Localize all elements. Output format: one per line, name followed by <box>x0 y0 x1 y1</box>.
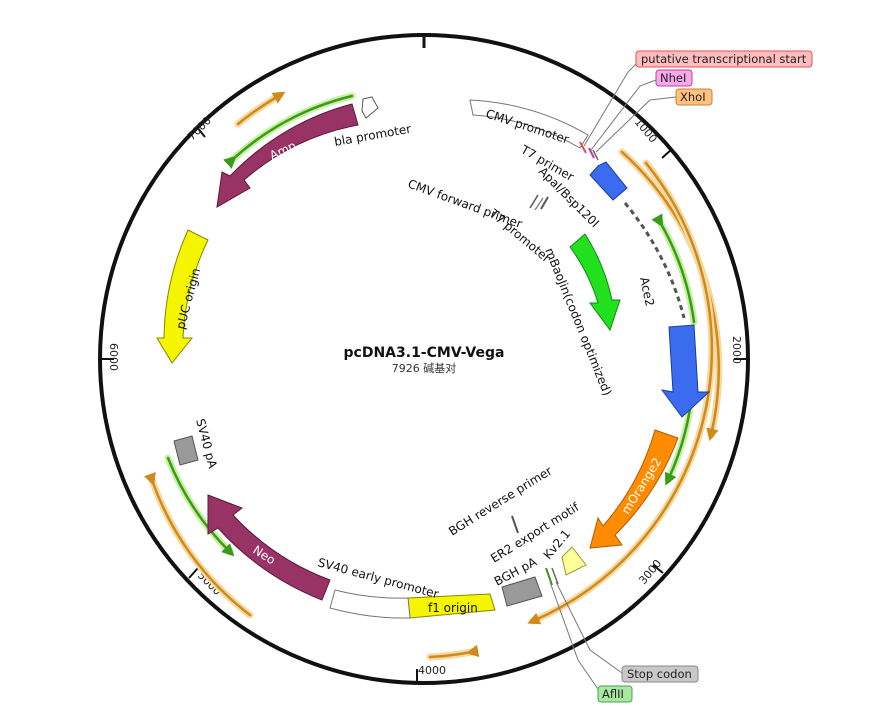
xhoi-label: XhoI <box>680 90 706 104</box>
leader-putative <box>583 63 637 147</box>
feature-sv40-early-promoter[interactable] <box>329 589 411 619</box>
tick-1000 <box>661 148 673 159</box>
site-markers <box>511 141 599 586</box>
marker-apai <box>534 197 544 211</box>
tick-7000 <box>195 125 206 138</box>
primer-arc-right-line <box>651 213 696 324</box>
marker-bgh-rev <box>511 515 519 534</box>
stop-label: Stop codon <box>627 667 692 681</box>
feature-bgh-pa[interactable] <box>501 576 543 607</box>
putative-label: putative transcriptional start <box>641 52 807 66</box>
orf-arc-top-left-line <box>236 91 286 126</box>
feature-ace2-part2[interactable] <box>660 324 711 418</box>
tick-label-4000: 4000 <box>418 664 446 677</box>
marker-t7-primer <box>540 196 549 210</box>
leader-nhei <box>590 79 657 151</box>
feature-ace2-part1[interactable] <box>589 161 628 201</box>
feature-ace2-dashes <box>623 202 686 319</box>
feature-bla-promoter[interactable] <box>361 96 379 119</box>
feature-kv21[interactable] <box>561 546 587 576</box>
aflii-box <box>597 685 633 703</box>
orf-arc-bottom-left-line <box>144 472 252 617</box>
leader-stop <box>555 581 623 674</box>
stop-box <box>621 665 699 683</box>
feature-amp[interactable] <box>216 103 359 208</box>
primer-arc-top-line <box>223 94 354 169</box>
nhei-label: NheI <box>660 71 686 85</box>
primer-arc-bottom-left-line <box>166 456 235 557</box>
tick-3000 <box>652 564 664 574</box>
feature-morange2[interactable] <box>589 429 679 549</box>
xhoi-box <box>675 88 713 106</box>
marker-xhoi <box>592 149 599 161</box>
feature-puc-origin[interactable] <box>156 229 209 364</box>
orf-arc-right-long-line <box>527 161 714 625</box>
plasmid-length: 7926 碱基对 <box>392 361 457 375</box>
orf-arcs <box>144 91 723 661</box>
feature-neo[interactable] <box>207 494 331 601</box>
marker-cmv-fwd <box>529 194 539 209</box>
morange2-label: mOrange2 <box>619 455 665 516</box>
plasmid-title: pcDNA3.1-CMV-Vega <box>344 345 505 361</box>
marker-putative <box>579 141 587 154</box>
leader-aflii <box>549 581 601 693</box>
t7-promoter-label: T7 promoter <box>486 206 553 265</box>
boxed-labels: putative transcriptional start NheI XhoI… <box>597 50 813 703</box>
nhei-box <box>655 69 693 87</box>
orf-arc-bottom-line <box>428 644 480 659</box>
marker-er2 <box>545 567 553 586</box>
tick-label-2000: 2000 <box>730 336 743 364</box>
ace2-label: Ace2 <box>637 276 657 308</box>
feature-cmv-promoter[interactable] <box>469 99 589 149</box>
f1-origin-label: f1 origin <box>428 601 478 615</box>
primer-arcs <box>164 92 698 557</box>
aflii-label: AflII <box>602 687 624 701</box>
tick-marks <box>100 33 748 683</box>
tick-label-6000: 6000 <box>107 343 120 371</box>
putative-box <box>635 50 813 68</box>
marker-nhei <box>588 147 595 159</box>
sv40-pa-label: SV40 pA <box>193 417 220 470</box>
tick-5000 <box>188 567 199 579</box>
leader-xhoi <box>595 96 677 153</box>
leader-lines <box>549 63 677 693</box>
marker-stop <box>551 567 559 585</box>
feature-sv40-pa[interactable] <box>173 435 199 466</box>
feature-mbaojin[interactable] <box>569 233 621 332</box>
